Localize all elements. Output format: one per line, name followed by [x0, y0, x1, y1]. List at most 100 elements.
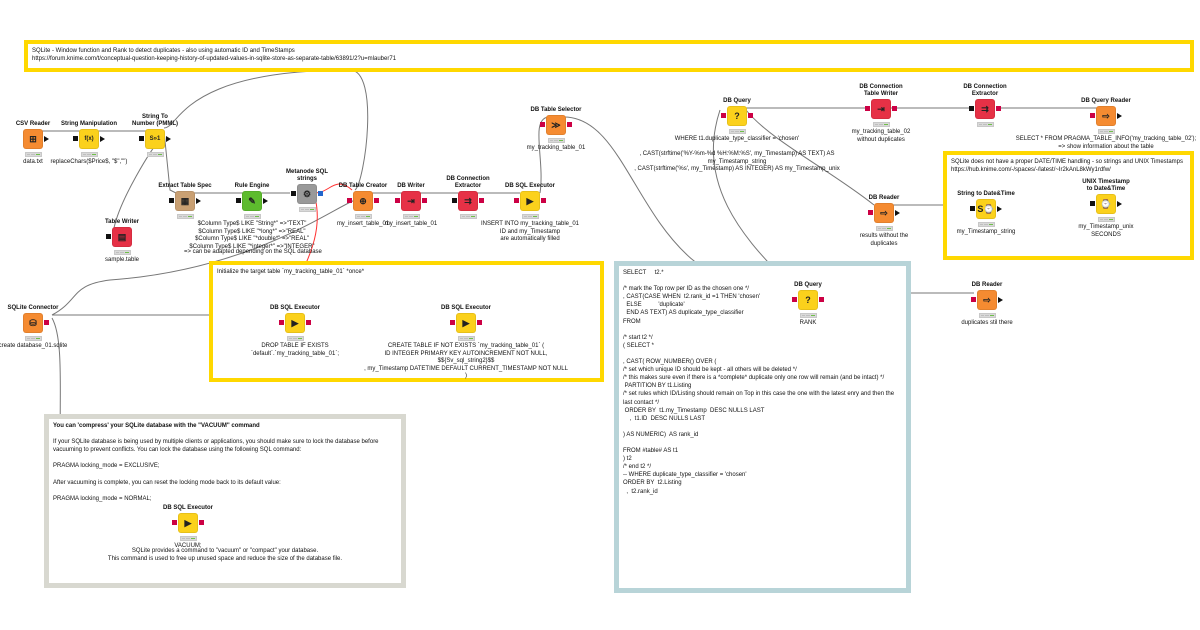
table-writer-icon[interactable]: ▤ [112, 227, 132, 247]
node-str2num[interactable]: String To Number (PMML)S»1 [95, 112, 215, 157]
output-port[interactable] [1117, 201, 1122, 207]
input-port[interactable] [865, 106, 870, 111]
input-port[interactable] [172, 520, 177, 525]
input-port[interactable] [868, 210, 873, 215]
node-dbexec1[interactable]: DB SQL Executor▶INSERT INTO my_tracking_… [470, 174, 590, 244]
rule-engine-icon[interactable]: ✎ [242, 191, 262, 211]
node-body[interactable]: S»1 [139, 129, 171, 149]
node-dbexec2[interactable]: DB SQL Executor▶DROP TABLE IF EXISTS `de… [235, 296, 355, 358]
input-port[interactable] [169, 198, 174, 203]
input-port[interactable] [452, 198, 457, 203]
node-body[interactable]: ⛁ [23, 313, 49, 333]
db-query-icon[interactable]: ? [798, 290, 818, 310]
string-manipulation-icon[interactable]: f(x) [79, 129, 99, 149]
node-dbexec4[interactable]: DB SQL Executor▶VACUUM; [128, 496, 248, 551]
node-body[interactable]: ⊕ [347, 191, 379, 211]
db-table-creator-icon[interactable]: ⊕ [353, 191, 373, 211]
db-connection-table-writer-icon[interactable]: ⇥ [871, 99, 891, 119]
node-label[interactable]: $Column Type$ LIKE "String*" =>"TEXT" $C… [189, 221, 315, 250]
node-body[interactable]: ⇨ [868, 203, 900, 223]
node-label[interactable]: WHERE t1.duplicate_type_classifier = 'ch… [634, 136, 840, 172]
sqlite-connector-icon[interactable]: ⛁ [23, 313, 43, 333]
node-label[interactable]: INSERT INTO my_tracking_table_01 ID and … [480, 221, 580, 242]
db-sql-executor-icon[interactable]: ▶ [456, 313, 476, 333]
output-port[interactable] [199, 520, 204, 525]
node-label[interactable]: my_insert_table_01 [336, 221, 390, 227]
node-body[interactable]: ⊞ [23, 129, 49, 149]
input-port[interactable] [73, 136, 78, 141]
node-csv[interactable]: CSV Reader⊞data.txt [0, 112, 93, 167]
string-to-number-icon[interactable]: S»1 [145, 129, 165, 149]
input-port[interactable] [971, 297, 976, 302]
node-label[interactable]: RANK [799, 320, 817, 326]
node-label[interactable]: VACUUM; [174, 543, 202, 549]
string-to-datetime-icon[interactable]: S⌚ [976, 199, 996, 219]
output-port[interactable] [748, 113, 753, 118]
node-unix2dt[interactable]: UNIX Timestamp to Date&Time⌚my_Timestamp… [1046, 177, 1166, 239]
node-label[interactable]: my_tracking_table_02 without duplicates [851, 129, 911, 143]
node-body[interactable]: ? [721, 106, 753, 126]
node-dbconnext2[interactable]: DB Connection Extractor⇉ [925, 82, 1045, 127]
output-port[interactable] [196, 198, 201, 204]
node-extractspec[interactable]: Extract Table Spec▦ [125, 174, 245, 219]
output-port[interactable] [1117, 113, 1122, 119]
node-dbtablewriter[interactable]: DB Connection Table Writer⇥my_tracking_t… [821, 82, 941, 144]
output-port[interactable] [374, 198, 379, 203]
db-sql-executor-icon[interactable]: ▶ [178, 513, 198, 533]
input-port[interactable] [969, 106, 974, 111]
input-port[interactable] [540, 122, 545, 127]
input-port[interactable] [792, 297, 797, 302]
node-body[interactable]: ⇨ [971, 290, 1003, 310]
node-label[interactable]: my_tracking_table_01 [526, 145, 586, 151]
node-body[interactable]: ⇉ [969, 99, 1001, 119]
input-port[interactable] [279, 320, 284, 325]
node-dbreader1[interactable]: DB Reader⇨results without the duplicates [824, 186, 944, 248]
input-port[interactable] [236, 198, 241, 203]
db-reader-icon[interactable]: ⇨ [977, 290, 997, 310]
node-dbselector[interactable]: DB Table Selector≫my_tracking_table_01 [496, 98, 616, 153]
output-port[interactable] [100, 136, 105, 142]
node-dbqueryreader[interactable]: DB Query Reader⇨SELECT * FROM PRAGMA_TAB… [1016, 89, 1196, 151]
output-port[interactable] [44, 320, 49, 325]
output-port[interactable] [895, 210, 900, 216]
output-port[interactable] [263, 198, 268, 204]
db-query-reader-icon[interactable]: ⇨ [1096, 106, 1116, 126]
node-dbquery2[interactable]: DB Query?RANK [748, 273, 868, 328]
node-tablewriter[interactable]: Table Writer▤sample.table [62, 210, 182, 265]
db-table-selector-icon[interactable]: ≫ [546, 115, 566, 135]
node-body[interactable]: ▦ [169, 191, 201, 211]
db-sql-executor-icon[interactable]: ▶ [285, 313, 305, 333]
metanode-icon[interactable]: ⚙ [297, 184, 317, 204]
node-body[interactable]: ? [792, 290, 824, 310]
node-dbwriter[interactable]: DB Writer⇥my_insert_table_01 [351, 174, 471, 229]
node-body[interactable]: ⇉ [452, 191, 484, 211]
output-port[interactable] [819, 297, 824, 302]
node-label[interactable]: duplicates stil there [961, 320, 1013, 326]
input-port[interactable] [106, 234, 111, 239]
output-port[interactable] [166, 136, 171, 142]
output-port[interactable] [477, 320, 482, 325]
input-port[interactable] [970, 206, 975, 211]
node-label[interactable]: sample.table [104, 257, 140, 263]
output-port[interactable] [306, 320, 311, 325]
output-port[interactable] [996, 106, 1001, 111]
node-body[interactable]: ▶ [279, 313, 311, 333]
node-label[interactable]: replaceChars($Price$, "$","") [50, 159, 128, 165]
table-spec-icon[interactable]: ▦ [175, 191, 195, 211]
node-metanode[interactable]: Metanode SQL strings⚙ [247, 167, 367, 212]
node-body[interactable]: ⇨ [1090, 106, 1122, 126]
node-dbcreator[interactable]: DB Table Creator⊕my_insert_table_01 [303, 174, 423, 229]
node-label[interactable]: my_Timestamp_unix SECONDS [1078, 224, 1134, 238]
db-sql-executor-icon[interactable]: ▶ [520, 191, 540, 211]
node-body[interactable]: S⌚ [970, 199, 1002, 219]
output-port[interactable] [422, 198, 427, 203]
node-label[interactable]: DROP TABLE IF EXISTS `default`.`my_track… [250, 343, 340, 357]
input-port[interactable] [395, 198, 400, 203]
node-body[interactable]: ≫ [540, 115, 572, 135]
node-body[interactable]: ▤ [106, 227, 132, 247]
node-label[interactable]: my_Timestamp_string [956, 229, 1016, 235]
node-label[interactable]: my_insert_table_01 [384, 221, 438, 227]
node-body[interactable]: ⌚ [1090, 194, 1122, 214]
